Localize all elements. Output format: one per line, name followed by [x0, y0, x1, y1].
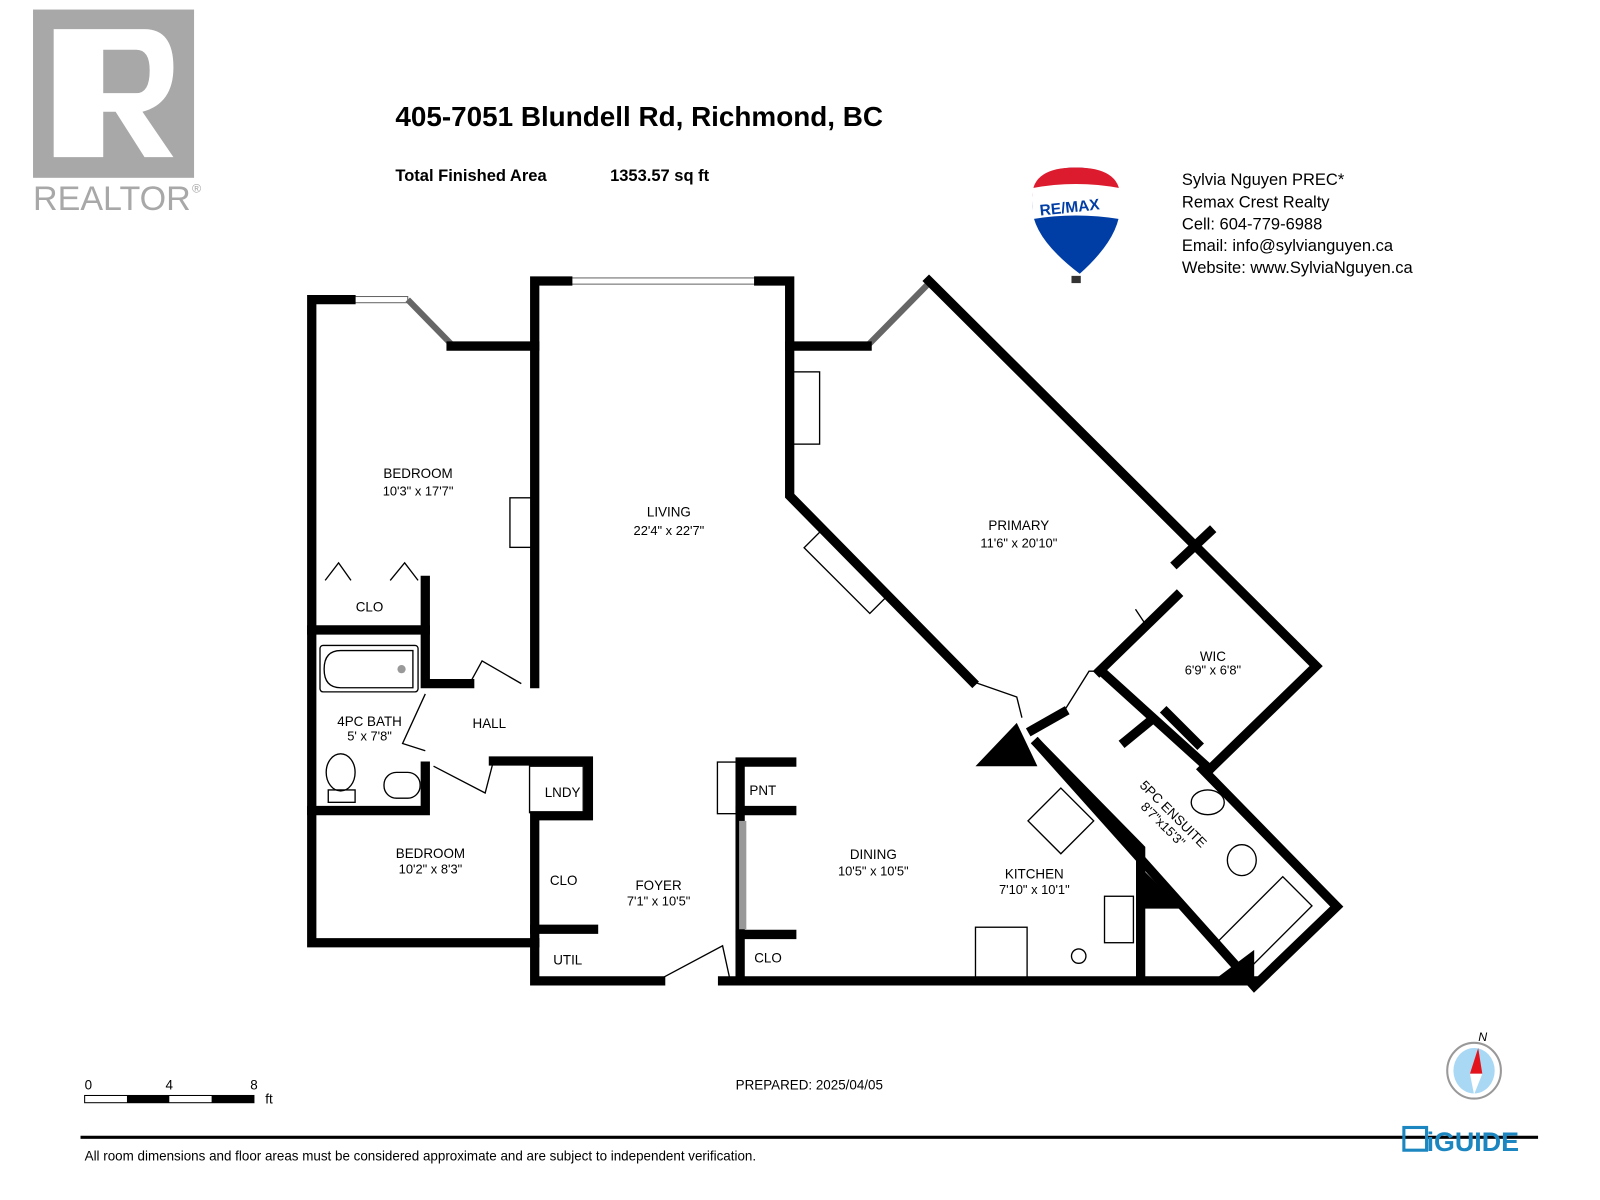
room-name: BEDROOM [396, 846, 465, 861]
room-name: KITCHEN [1005, 867, 1064, 882]
property-address: 405-7051 Blundell Rd, Richmond, BC [395, 101, 883, 132]
room-name: WIC [1200, 649, 1226, 664]
scale-tick: 0 [85, 1077, 92, 1092]
room-dims: 11'6" x 20'10" [980, 535, 1057, 550]
agent-email: Email: info@sylvianguyen.ca [1182, 237, 1394, 255]
room-name: DINING [850, 847, 897, 862]
room-name: CLO [356, 599, 384, 614]
fixtures [319, 371, 1313, 980]
room-name: LIVING [647, 504, 691, 519]
room-dims: 10'3" x 17'7" [383, 484, 454, 499]
compass-icon: N [1446, 1030, 1502, 1100]
room-name: UTIL [553, 952, 583, 967]
room-dims: 6'9" x 6'8" [1185, 662, 1242, 677]
room-name: CLO [550, 873, 578, 888]
room-dims: 5' x 7'8" [347, 728, 392, 743]
total-area-value: 1353.57 sq ft [610, 167, 710, 185]
room-name: HALL [473, 716, 507, 731]
prepared-date: PREPARED: 2025/04/05 [736, 1077, 883, 1092]
room-dims: 22'4" x 22'7" [634, 523, 705, 538]
room-dims: 7'1" x 10'5" [627, 894, 691, 909]
room-dims: 10'2" x 8'3" [399, 862, 463, 877]
room-name: BEDROOM [383, 466, 452, 481]
room-dims: 10'5" x 10'5" [838, 864, 909, 879]
room-labels: BEDROOM 10'3" x 17'7" LIVING 22'4" x 22'… [337, 466, 1241, 967]
iguide-logo: iGUIDE [1402, 1125, 1519, 1157]
footer-divider [80, 1135, 1539, 1139]
agent-cell: Cell: 604-779-6988 [1182, 215, 1322, 233]
scale-tick: 8 [250, 1077, 257, 1092]
total-area-label: Total Finished Area [395, 167, 547, 185]
room-name: FOYER [635, 878, 682, 893]
room-dims: 7'10" x 10'1" [999, 882, 1070, 897]
svg-text:REALTOR: REALTOR [33, 180, 191, 218]
room-name: CLO [754, 950, 782, 965]
iguide-logo-text: iGUIDE [1427, 1127, 1519, 1157]
agent-name: Sylvia Nguyen PREC* [1182, 171, 1345, 189]
doors [324, 561, 1162, 980]
svg-text:®: ® [192, 181, 201, 195]
room-name: 4PC BATH [337, 714, 402, 729]
svg-text:RE/MAX: RE/MAX [1039, 196, 1101, 219]
agent-website: Website: www.SylviaNguyen.ca [1182, 259, 1414, 277]
room-name: PRIMARY [988, 518, 1049, 533]
room-name: LNDY [545, 785, 581, 800]
disclaimer: All room dimensions and floor areas must… [85, 1149, 756, 1164]
remax-balloon-logo: RE/MAX [1032, 167, 1120, 284]
scale-bar: 0 4 8 ft [84, 1077, 273, 1107]
room-name: PNT [749, 783, 776, 798]
compass-north-label: N [1478, 1030, 1487, 1044]
realtor-logo: REALTOR ® [33, 9, 201, 218]
walls [307, 274, 1344, 993]
agent-contact: Sylvia Nguyen PREC* Remax Crest Realty C… [1182, 171, 1414, 277]
scale-unit: ft [265, 1092, 273, 1107]
scale-tick: 4 [166, 1077, 174, 1092]
agent-brokerage: Remax Crest Realty [1182, 194, 1330, 212]
